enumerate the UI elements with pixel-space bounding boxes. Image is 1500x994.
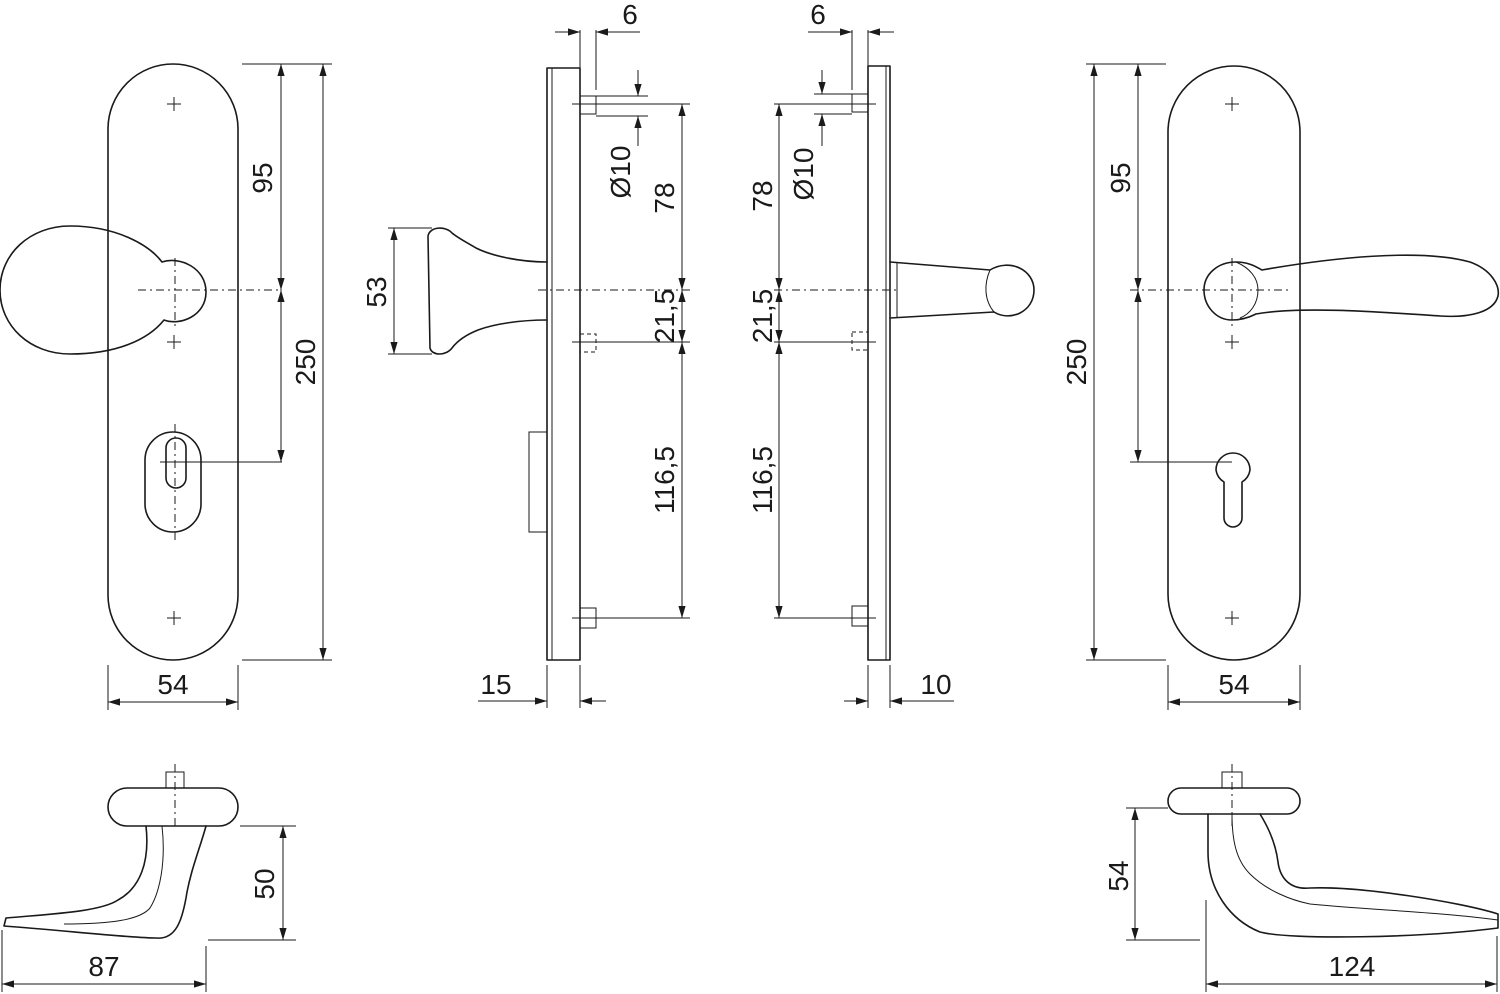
knob-outline xyxy=(0,225,207,355)
dim-depth-left: 15 xyxy=(480,669,511,700)
dim-upper-left: 95 xyxy=(247,162,278,193)
backplate-outline-right xyxy=(1167,65,1301,661)
dim-diameter-left: Ø10 xyxy=(605,146,636,199)
top-view-left: 50 87 xyxy=(1,764,296,992)
cylinder-cutout-right xyxy=(1215,452,1251,528)
dim-length-top-left: 87 xyxy=(88,951,119,982)
screw-mark-top-right xyxy=(1225,97,1239,111)
top-view-right: 54 124 xyxy=(1103,764,1499,992)
dim-width-left: 54 xyxy=(157,669,188,700)
dim-total-right: 250 xyxy=(1061,339,1092,386)
side-view-right: 6 Ø10 78 21,5 116,5 10 xyxy=(747,0,1035,708)
dim-length-top-right: 124 xyxy=(1329,951,1376,982)
backplate-outline xyxy=(107,63,239,661)
dim-width-right: 54 xyxy=(1218,669,1249,700)
cylinder-hole xyxy=(165,437,187,489)
dim-depth-right: 10 xyxy=(920,669,951,700)
rose-outline-right xyxy=(1167,787,1301,815)
front-view-left: 95 250 54 xyxy=(0,63,332,710)
side-plate-outline-right xyxy=(867,65,891,661)
rose-outline-left xyxy=(107,787,239,827)
lever-top-right xyxy=(1207,813,1499,938)
lever-outline xyxy=(1203,254,1500,321)
dim-middle-side-left: 21,5 xyxy=(649,289,680,344)
lever-profile xyxy=(889,261,1035,319)
dim-middle-side-right: 21,5 xyxy=(747,289,778,344)
dim-lower-side-left: 116,5 xyxy=(649,446,680,514)
dim-height-top-left: 50 xyxy=(249,868,280,899)
screw-mark-middle xyxy=(167,335,181,349)
dim-upper-side-left: 78 xyxy=(649,182,680,213)
dim-pin-left: 6 xyxy=(622,0,638,30)
dim-lower-side-right: 116,5 xyxy=(747,446,778,514)
dim-upper-right: 95 xyxy=(1105,162,1136,193)
dim-pin-right: 6 xyxy=(810,0,826,30)
knob-profile xyxy=(427,227,548,355)
cylinder-cutout-outer xyxy=(144,431,202,533)
dim-height-top-right: 54 xyxy=(1103,860,1134,891)
dim-total-left: 250 xyxy=(290,339,321,386)
screw-mark-top xyxy=(167,97,181,111)
screw-mark-bottom-right xyxy=(1225,611,1239,625)
screw-mark-bottom xyxy=(167,611,181,625)
lever-top-left xyxy=(3,825,207,939)
screw-mark-middle-right xyxy=(1225,335,1239,349)
dim-diameter-right: Ø10 xyxy=(788,148,819,201)
dim-knob-height: 53 xyxy=(361,276,392,307)
side-view-left: 6 Ø10 78 21,5 116,5 53 15 xyxy=(361,0,690,708)
front-view-right: 95 250 54 xyxy=(1061,63,1500,710)
dim-upper-side-right: 78 xyxy=(747,180,778,211)
